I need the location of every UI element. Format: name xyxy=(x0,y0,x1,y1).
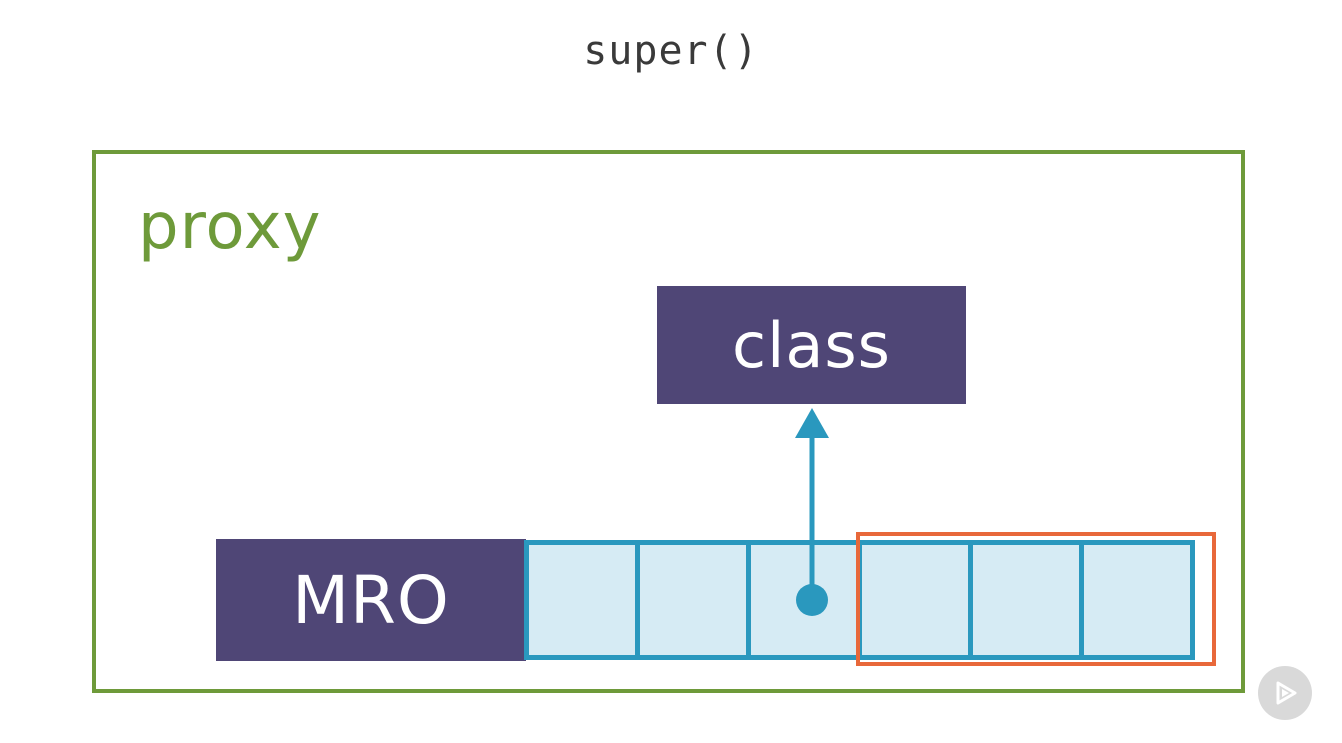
mro-cell xyxy=(1079,540,1195,660)
mro-cell xyxy=(968,540,1084,660)
class-box: class xyxy=(657,286,966,404)
mro-highlight-range xyxy=(856,532,1216,666)
diagram-title: super() xyxy=(583,28,759,74)
arrow-head xyxy=(795,408,829,438)
mro-cells xyxy=(524,540,1195,660)
mro-label: MRO xyxy=(292,561,450,639)
class-label: class xyxy=(732,308,891,382)
mro-cell xyxy=(635,540,751,660)
mro-box: MRO xyxy=(216,539,526,661)
play-icon xyxy=(1258,666,1312,720)
proxy-box xyxy=(92,150,1245,693)
pointer-dot xyxy=(796,584,828,616)
proxy-label: proxy xyxy=(138,190,322,264)
